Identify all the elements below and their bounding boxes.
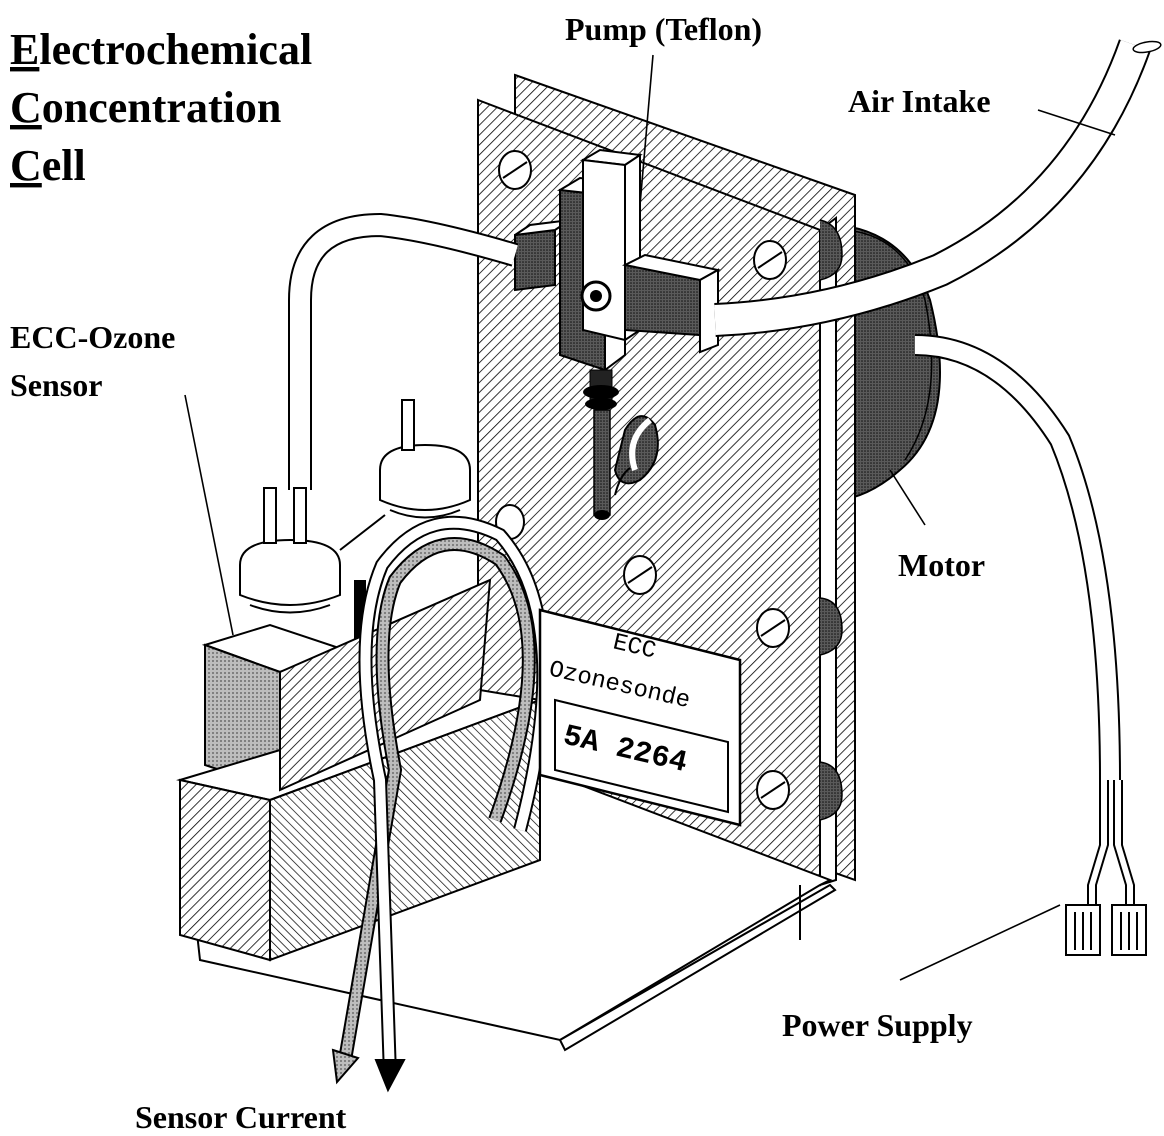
sensor-current-label: Sensor Current xyxy=(135,1099,347,1135)
plate-screws xyxy=(495,150,843,821)
sensor-label-line2: Sensor xyxy=(10,367,102,403)
sensor-label-line1: ECC-Ozone xyxy=(10,319,175,355)
leader-lines xyxy=(184,54,1116,981)
nameplate: ECC Ozonesonde 5A 2264 xyxy=(538,608,742,827)
power-supply-label: Power Supply xyxy=(782,1007,973,1043)
power-cable xyxy=(914,334,1147,956)
pump-to-sensor-tube xyxy=(288,212,519,490)
motor-label: Motor xyxy=(898,547,985,583)
air-intake-label: Air Intake xyxy=(848,83,991,119)
pump-assembly xyxy=(514,148,721,520)
svg-text:Cell: Cell xyxy=(10,141,86,190)
air-intake-tube xyxy=(714,39,1162,337)
diagram-title: Electrochemical Concentration Cell xyxy=(10,25,312,190)
pump-label: Pump (Teflon) xyxy=(565,11,762,47)
svg-text:Electrochemical: Electrochemical xyxy=(10,25,312,74)
svg-text:Concentration: Concentration xyxy=(10,83,281,132)
